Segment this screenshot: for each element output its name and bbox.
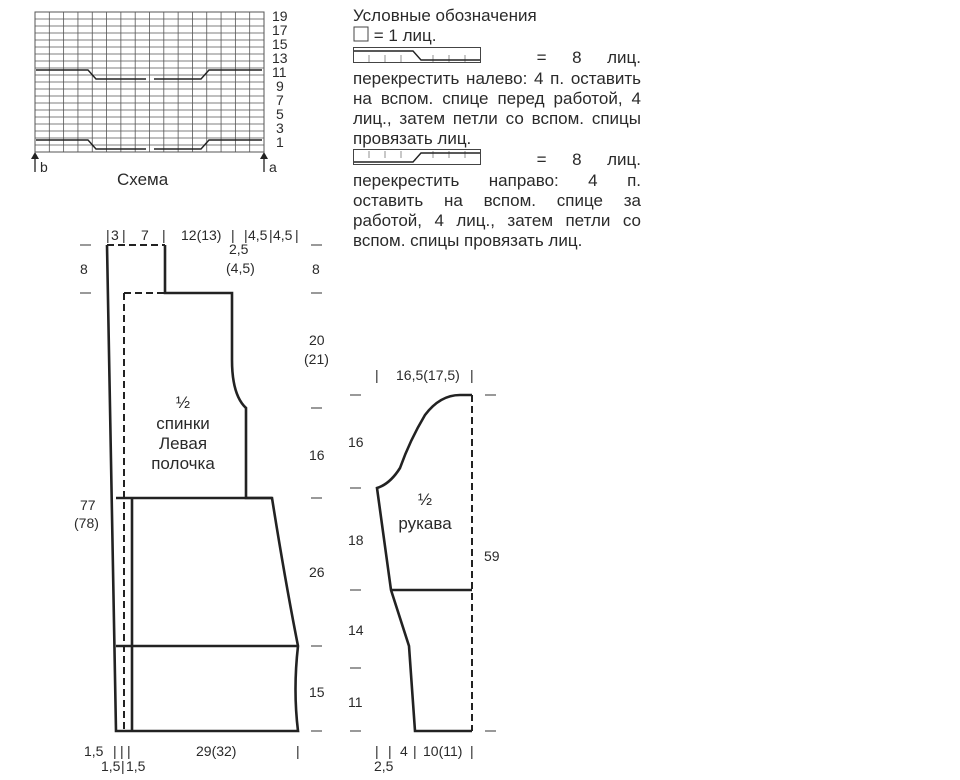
- row-num: 1: [276, 134, 284, 150]
- back-piece-dashed: [107, 244, 166, 731]
- svg-text:|: |: [375, 743, 379, 759]
- svg-text:|: |: [127, 743, 131, 759]
- legend-left-eq: =: [536, 47, 547, 67]
- dim-sleeve-top: 16,5(17,5): [396, 367, 460, 383]
- dim-armhole-lower: 16: [309, 447, 325, 463]
- back-left-dimensions: 8 77 (78): [74, 244, 99, 531]
- row-num: 7: [276, 92, 284, 108]
- svg-text:|: |: [120, 743, 124, 759]
- sleeve-label-line2: рукава: [398, 514, 452, 533]
- marker-b-label: b: [40, 159, 48, 175]
- legend-right-eq: =: [536, 149, 547, 169]
- knit-stitch-icon: [353, 26, 369, 47]
- svg-text:|: |: [388, 743, 392, 759]
- legend-title: Условные обозначения: [353, 6, 537, 25]
- back-bottom-dimensions: 1,5 | | | 1,5 | 1,5 29(32) |: [84, 743, 300, 774]
- cable-right-icon: [353, 149, 481, 170]
- sleeve-label-fraction: ½: [418, 490, 432, 509]
- marker-a-label: a: [269, 159, 277, 175]
- row-num: 19: [272, 8, 288, 24]
- dim-sleeve-length: 59: [484, 548, 500, 564]
- row-num: 9: [276, 78, 284, 94]
- dim-right-top: 8: [312, 261, 320, 277]
- dim-neck-alt: (4,5): [226, 260, 255, 276]
- svg-text:|: |: [375, 367, 379, 383]
- row-num: 13: [272, 50, 288, 66]
- marker-a-arrow: a: [260, 152, 277, 175]
- dim-top-5: 4,5: [273, 227, 293, 243]
- dim-sleeve-bottom-3: 10(11): [423, 743, 462, 759]
- sleeve-outline: [375, 393, 472, 733]
- legend-one-knit-text: = 1 лиц.: [373, 26, 437, 46]
- back-label-fraction: ½: [176, 393, 190, 412]
- dim-total: 77: [80, 497, 96, 513]
- back-label-line2: спинки: [156, 414, 210, 433]
- dim-side: 26: [309, 564, 325, 580]
- svg-text:|: |: [113, 743, 117, 759]
- dim-top-4: 4,5: [248, 227, 268, 243]
- svg-text:|: |: [413, 743, 417, 759]
- dim-sleeve-cap: 16: [348, 434, 364, 450]
- dim-armhole-alt: (21): [304, 351, 329, 367]
- dim-sleeve-bottom-2: 4: [400, 743, 408, 759]
- legend-left-count: 8: [572, 47, 582, 67]
- back-label-line4: полочка: [151, 454, 215, 473]
- row-num: 3: [276, 120, 284, 136]
- svg-text:|: |: [470, 367, 474, 383]
- svg-text:|: |: [269, 227, 273, 243]
- dim-bottom: 15: [309, 684, 325, 700]
- svg-text:|: |: [244, 227, 248, 243]
- sleeve-dimensions: | 16,5(17,5) | 16 18 14 11 59 | | 2,5 4 …: [348, 367, 500, 774]
- marker-b-arrow: b: [31, 152, 48, 175]
- dim-bottom-1: 1,5: [84, 743, 104, 759]
- svg-text:|: |: [231, 227, 235, 243]
- dim-neck: 2,5: [229, 241, 249, 257]
- dim-top-1: 3: [111, 227, 119, 243]
- dim-total-alt: (78): [74, 515, 99, 531]
- legend-right-cross-text: перекрестить направо: 4 п. оставить на в…: [353, 170, 641, 251]
- dim-sleeve-4: 11: [348, 694, 363, 710]
- legend-one-knit: = 1 лиц.: [353, 26, 641, 47]
- back-piece-outline: [105, 244, 300, 733]
- dim-left-top: 8: [80, 261, 88, 277]
- legend-right-unit: лиц.: [607, 149, 641, 169]
- legend-left-cross-text: перекрестить налево: 4 п. оставить на вс…: [353, 68, 641, 149]
- schema-caption: Схема: [117, 170, 169, 189]
- legend-right-cross-row: = 8 лиц.: [353, 149, 641, 170]
- row-num: 5: [276, 106, 284, 122]
- dim-armhole: 20: [309, 332, 325, 348]
- row-num: 17: [272, 22, 288, 38]
- svg-text:|: |: [121, 758, 125, 774]
- back-label-line3: Левая: [159, 434, 207, 453]
- svg-text:|: |: [295, 227, 299, 243]
- row-num: 15: [272, 36, 288, 52]
- svg-text:|: |: [122, 227, 126, 243]
- svg-text:|: |: [296, 743, 300, 759]
- legend-left-unit: лиц.: [607, 47, 641, 67]
- schema-row-numbers: 19 17 15 13 11 9 7 5 3 1: [272, 8, 288, 150]
- svg-text:|: |: [162, 227, 166, 243]
- dim-bottom-3: 1,5: [126, 758, 146, 774]
- legend: Условные обозначения = 1 лиц. = 8 лиц. п…: [353, 6, 641, 251]
- svg-text:|: |: [470, 743, 474, 759]
- schema-grid: [34, 11, 265, 153]
- back-right-dimensions: 8 20 (21) 16 26 15: [304, 244, 329, 732]
- cable-left-icon: [353, 47, 481, 68]
- dim-top-3: 12(13): [181, 227, 221, 243]
- svg-text:|: |: [106, 227, 110, 243]
- legend-left-cross-row: = 8 лиц.: [353, 47, 641, 68]
- dim-bottom-2: 1,5: [101, 758, 121, 774]
- legend-right-count: 8: [572, 149, 582, 169]
- dim-sleeve-bottom-1: 2,5: [374, 758, 394, 774]
- dim-bottom-main: 29(32): [196, 743, 236, 759]
- back-top-dimensions: | 3 | 7 | 12(13) | | 4,5 | 4,5 | 2,5 (4,…: [106, 227, 299, 276]
- dim-sleeve-2: 18: [348, 532, 364, 548]
- dim-sleeve-3: 14: [348, 622, 364, 638]
- dim-top-2: 7: [141, 227, 149, 243]
- row-num: 11: [272, 64, 287, 80]
